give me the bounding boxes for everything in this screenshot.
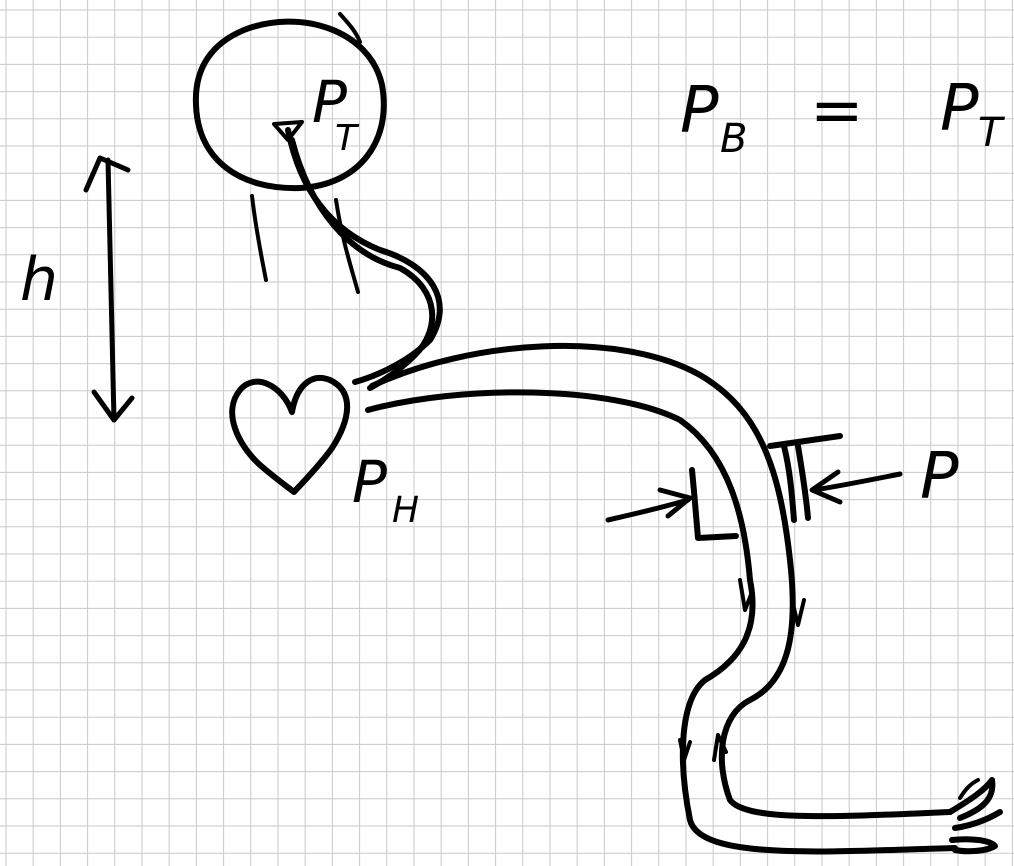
carotid-vessel (250, 127, 443, 391)
flow-arrow-head-icon (272, 120, 304, 142)
equation-equals-sign: = (810, 74, 864, 148)
brain-pressure-label: P (312, 68, 347, 136)
equation-left-subscript: B (720, 116, 747, 162)
arm-vessel (365, 342, 958, 855)
pressure-cuff (689, 433, 843, 541)
right-pressure-arrow (809, 469, 903, 505)
brain-icon (192, 12, 387, 192)
brain-pressure-subscript: T (335, 118, 360, 159)
equation-left-label: P (680, 74, 719, 148)
applied-pressure-label: P (920, 440, 959, 514)
heart-pressure-subscript: H (392, 490, 419, 531)
equation-right-subscript: T (978, 110, 1006, 156)
heart-icon (229, 375, 351, 495)
height-double-arrow (83, 155, 135, 423)
height-label: h (20, 245, 58, 315)
equation-right-label: P (940, 72, 979, 146)
hand-icon (947, 777, 1003, 855)
left-pressure-arrow (605, 487, 693, 523)
heart-pressure-label: P (352, 448, 387, 516)
